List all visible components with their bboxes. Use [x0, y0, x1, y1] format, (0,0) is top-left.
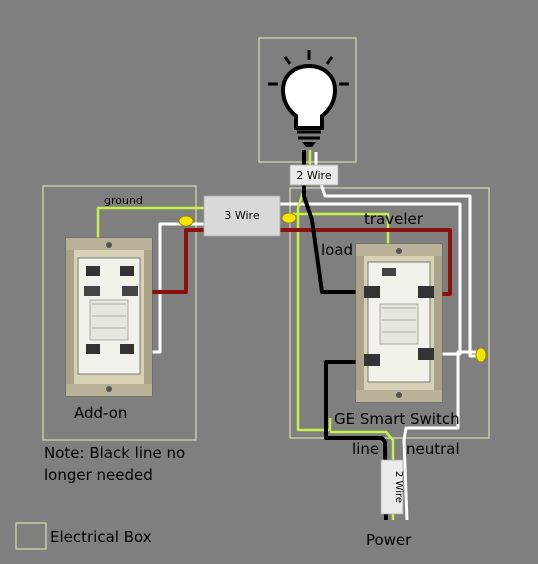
right-wire-nut — [281, 212, 297, 224]
legend-label: Electrical Box — [50, 528, 152, 546]
add-on-switch — [65, 237, 153, 397]
two-wire-bottom-label: 2 Wire — [393, 471, 404, 503]
light-bulb-icon — [268, 50, 349, 147]
two-wire-top-tag — [289, 164, 339, 186]
note-line-1: Note: Black line no — [44, 444, 185, 462]
ge-switch-label: GE Smart Switch — [334, 410, 460, 428]
neutral-wire-nut — [475, 347, 487, 363]
legend-box-swatch — [15, 522, 47, 550]
ground-label: ground — [104, 194, 143, 207]
power-label: Power — [366, 531, 412, 549]
neutral-label: neutral — [406, 440, 460, 458]
left-wire-nut — [178, 215, 194, 227]
three-wire-label: 3 Wire — [224, 209, 259, 222]
light-electrical-box — [258, 37, 357, 163]
ge-switch-electrical-box — [289, 187, 490, 439]
traveler-label: traveler — [364, 210, 424, 228]
two-wire-top-label: 2 Wire — [296, 169, 331, 182]
load-label: load — [321, 241, 353, 259]
add-on-label: Add-on — [74, 404, 127, 422]
two-wire-bottom-tag — [380, 459, 404, 515]
add-on-electrical-box — [42, 185, 197, 441]
ge-smart-switch — [355, 243, 443, 403]
note-line-2: longer needed — [44, 466, 153, 484]
three-wire-tag — [203, 195, 281, 237]
line-label: line — [352, 440, 379, 458]
